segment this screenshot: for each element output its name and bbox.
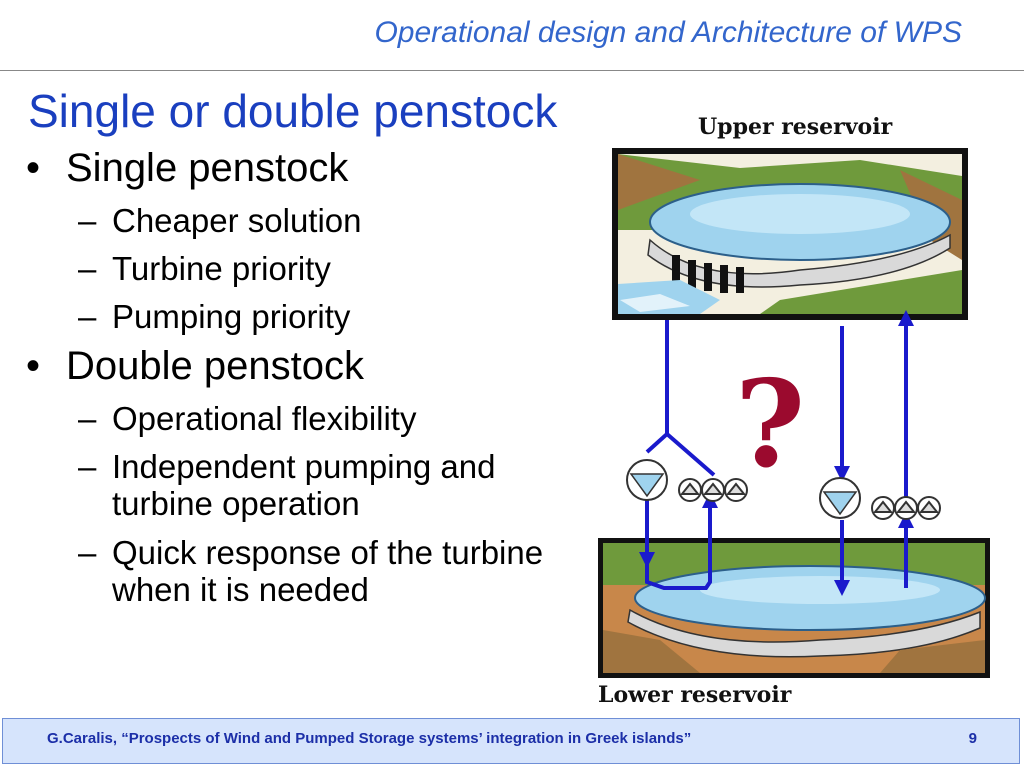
sub-item-text: Operational flexibility <box>112 400 417 437</box>
bullet-double-penstock: • Double penstock <box>26 344 364 389</box>
lower-reservoir-label: Lower reservoir <box>598 682 792 708</box>
dash-marker: – <box>78 448 97 485</box>
sub-item: – Pumping priority <box>78 298 592 335</box>
sub-item: – Independent pumping and turbine operat… <box>78 448 592 522</box>
upper-reservoir-label: Upper reservoir <box>698 114 893 140</box>
page-number: 9 <box>968 730 977 747</box>
bullet-single-penstock: • Single penstock <box>26 146 348 191</box>
dash-marker: – <box>78 202 97 239</box>
footer-citation: G.Caralis, “Prospects of Wind and Pumped… <box>47 730 692 747</box>
sub-item-text: Quick response of the turbine when it is… <box>112 534 544 608</box>
bullet-marker: • <box>26 146 41 190</box>
sub-item: – Quick response of the turbine when it … <box>78 534 592 608</box>
turbine-icon <box>626 459 668 501</box>
single-penstock-pipes <box>639 320 718 590</box>
header-title: Operational design and Architecture of W… <box>374 16 962 49</box>
dash-marker: – <box>78 534 97 571</box>
turbine-icon <box>819 477 861 519</box>
sub-item-text: Independent pumping and turbine operatio… <box>112 448 496 522</box>
bullet-text: Single penstock <box>66 146 349 190</box>
header-divider <box>0 70 1024 71</box>
dash-marker: – <box>78 298 97 335</box>
pump-icon <box>871 496 941 520</box>
sub-item-text: Turbine priority <box>112 250 331 287</box>
upper-reservoir-image <box>612 148 968 320</box>
lower-reservoir-image <box>598 538 990 678</box>
bullet-text: Double penstock <box>66 344 364 388</box>
sub-item: – Turbine priority <box>78 250 592 287</box>
sub-item: – Operational flexibility <box>78 400 592 437</box>
double-penstock-pipes <box>834 310 914 596</box>
dash-marker: – <box>78 250 97 287</box>
footer-bar: G.Caralis, “Prospects of Wind and Pumped… <box>2 718 1020 764</box>
pump-icon <box>678 478 748 502</box>
slide-title: Single or double penstock <box>28 85 558 137</box>
sub-item: – Cheaper solution <box>78 202 592 239</box>
dash-marker: – <box>78 400 97 437</box>
sub-item-text: Cheaper solution <box>112 202 362 239</box>
sub-item-text: Pumping priority <box>112 298 351 335</box>
bullet-marker: • <box>26 344 41 388</box>
question-mark-icon: ? <box>735 354 805 495</box>
